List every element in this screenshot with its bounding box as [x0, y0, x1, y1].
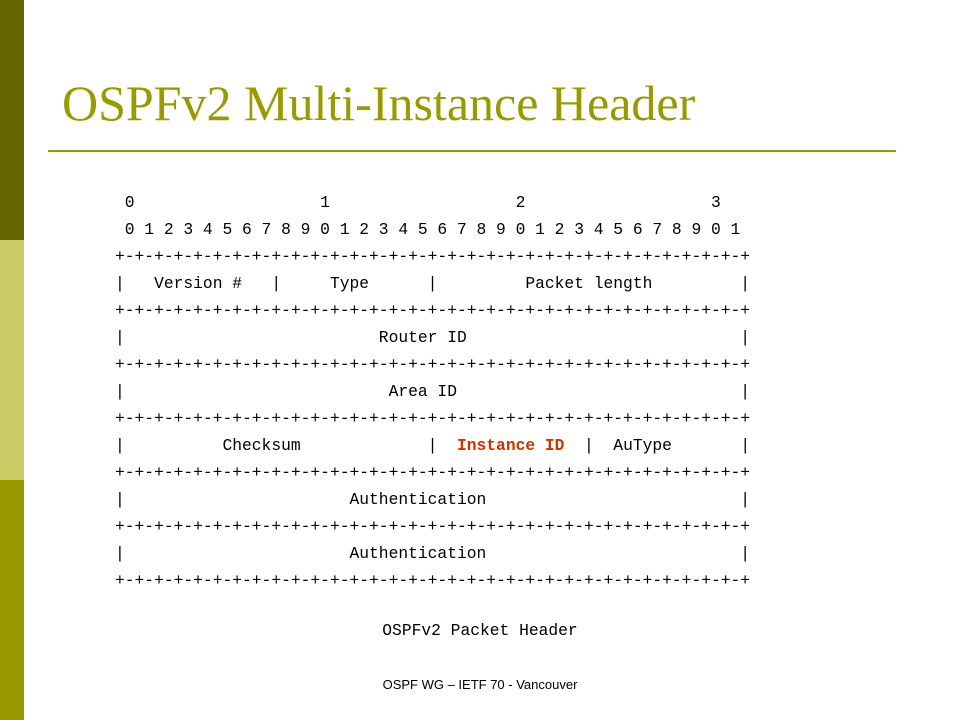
side-bar-segment-middle	[0, 240, 24, 480]
row-text: 0 1 2 3	[115, 193, 721, 212]
separator-row: +-+-+-+-+-+-+-+-+-+-+-+-+-+-+-+-+-+-+-+-…	[115, 297, 750, 324]
field-row: | Authentication |	[115, 486, 750, 513]
separator-row: +-+-+-+-+-+-+-+-+-+-+-+-+-+-+-+-+-+-+-+-…	[115, 351, 750, 378]
row-text: | Area ID |	[115, 382, 751, 401]
row-text: | Authentication |	[115, 544, 751, 563]
field-row: | Version # | Type | Packet length |	[115, 270, 750, 297]
row-text: | Checksum |	[115, 436, 457, 455]
bit-tens-row: 0 1 2 3	[115, 189, 750, 216]
diagram-caption: OSPFv2 Packet Header	[382, 621, 578, 640]
row-text: | Authentication |	[115, 490, 751, 509]
side-bar-segment-top	[0, 0, 24, 240]
row-text: +-+-+-+-+-+-+-+-+-+-+-+-+-+-+-+-+-+-+-+-…	[115, 301, 751, 320]
separator-row: +-+-+-+-+-+-+-+-+-+-+-+-+-+-+-+-+-+-+-+-…	[115, 567, 750, 594]
slide-footer: OSPF WG – IETF 70 - Vancouver	[382, 677, 578, 692]
separator-row: +-+-+-+-+-+-+-+-+-+-+-+-+-+-+-+-+-+-+-+-…	[115, 243, 750, 270]
instance-id-field: Instance ID	[456, 436, 565, 455]
field-row: | Area ID |	[115, 378, 750, 405]
row-text: | Version # | Type | Packet length |	[115, 274, 751, 293]
row-text: +-+-+-+-+-+-+-+-+-+-+-+-+-+-+-+-+-+-+-+-…	[115, 571, 751, 590]
slide-title: OSPFv2 Multi-Instance Header	[62, 75, 696, 131]
bit-index-row: 0 1 2 3 4 5 6 7 8 9 0 1 2 3 4 5 6 7 8 9 …	[115, 216, 750, 243]
row-text: | Router ID |	[115, 328, 751, 347]
field-row: | Checksum | Instance ID | AuType |	[115, 432, 750, 459]
row-text: +-+-+-+-+-+-+-+-+-+-+-+-+-+-+-+-+-+-+-+-…	[115, 355, 751, 374]
separator-row: +-+-+-+-+-+-+-+-+-+-+-+-+-+-+-+-+-+-+-+-…	[115, 513, 750, 540]
field-row: | Router ID |	[115, 324, 750, 351]
side-bar-segment-bottom	[0, 480, 24, 720]
separator-row: +-+-+-+-+-+-+-+-+-+-+-+-+-+-+-+-+-+-+-+-…	[115, 459, 750, 486]
row-text: | AuType |	[564, 436, 751, 455]
separator-row: +-+-+-+-+-+-+-+-+-+-+-+-+-+-+-+-+-+-+-+-…	[115, 405, 750, 432]
title-underline	[48, 150, 896, 152]
side-color-bar	[0, 0, 24, 720]
row-text: 0 1 2 3 4 5 6 7 8 9 0 1 2 3 4 5 6 7 8 9 …	[115, 220, 741, 239]
row-text: +-+-+-+-+-+-+-+-+-+-+-+-+-+-+-+-+-+-+-+-…	[115, 247, 751, 266]
row-text: +-+-+-+-+-+-+-+-+-+-+-+-+-+-+-+-+-+-+-+-…	[115, 409, 751, 428]
row-text: +-+-+-+-+-+-+-+-+-+-+-+-+-+-+-+-+-+-+-+-…	[115, 517, 751, 536]
packet-header-diagram: 0 1 2 3 0 1 2 3 4 5 6 7 8 9 0 1 2 3 4 5 …	[115, 189, 750, 594]
field-row: | Authentication |	[115, 540, 750, 567]
row-text: +-+-+-+-+-+-+-+-+-+-+-+-+-+-+-+-+-+-+-+-…	[115, 463, 751, 482]
